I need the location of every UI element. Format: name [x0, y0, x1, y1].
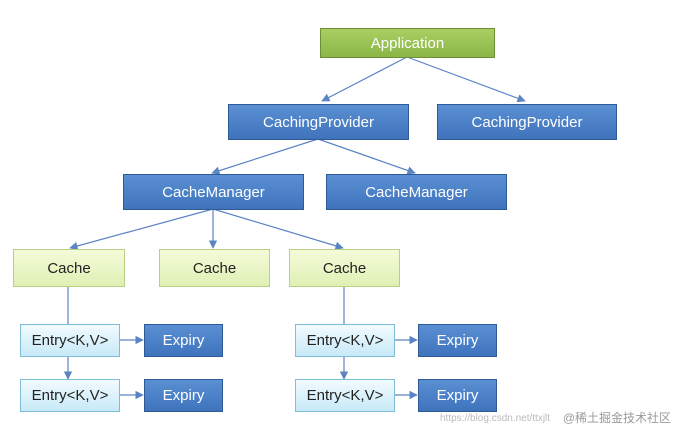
edge-manager-cache3 — [212, 208, 344, 250]
edge-app-provider2 — [406, 56, 526, 103]
expiry-node-2: Expiry — [144, 379, 223, 412]
entry-node-4: Entry<K,V> — [295, 379, 395, 412]
edge-provider-manager1 — [211, 138, 319, 175]
expiry-node-4: Expiry — [418, 379, 497, 412]
caching-provider-node-2: CachingProvider — [437, 104, 617, 140]
expiry-node-1: Expiry — [144, 324, 223, 357]
entry-node-1: Entry<K,V> — [20, 324, 120, 357]
expiry-node-3: Expiry — [418, 324, 497, 357]
application-node: Application — [320, 28, 495, 58]
cache-manager-node-2: CacheManager — [326, 174, 507, 210]
cache-node-3: Cache — [289, 249, 400, 287]
entry-node-3: Entry<K,V> — [295, 324, 395, 357]
watermark-url: https://blog.csdn.net/ttxjlt — [440, 413, 551, 424]
cache-node-1: Cache — [13, 249, 125, 287]
cache-node-2: Cache — [159, 249, 270, 287]
caching-provider-node-1: CachingProvider — [228, 104, 409, 140]
edge-provider-manager2 — [317, 138, 416, 175]
edge-app-provider1 — [321, 56, 408, 102]
edge-manager-cache1 — [69, 208, 214, 251]
cache-manager-node-1: CacheManager — [123, 174, 304, 210]
entry-node-2: Entry<K,V> — [20, 379, 120, 412]
watermark-brand: @稀土掘金技术社区 — [562, 411, 671, 425]
